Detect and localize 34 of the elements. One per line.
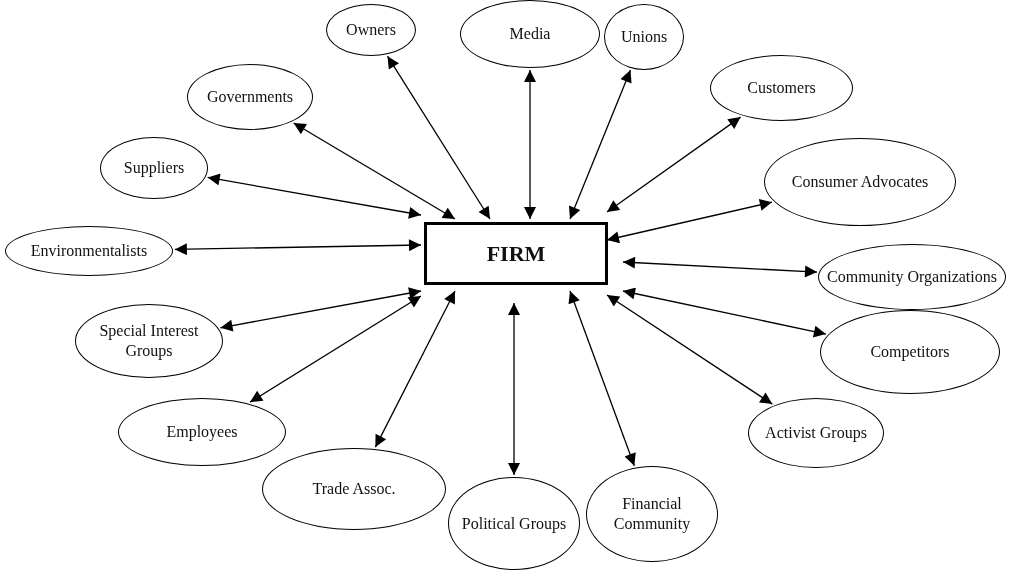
double-arrow xyxy=(568,290,636,467)
double-arrow xyxy=(292,122,456,220)
node-label: Owners xyxy=(345,20,397,40)
node-label: Environmentalists xyxy=(29,241,149,261)
double-arrow xyxy=(249,295,422,403)
node-label: Political Groups xyxy=(460,513,568,534)
double-arrow xyxy=(207,173,422,219)
double-arrow xyxy=(622,256,818,278)
firm-box xyxy=(424,222,608,285)
double-arrow xyxy=(568,69,632,220)
node-label: Financial Community xyxy=(612,494,692,534)
double-arrow xyxy=(174,239,422,256)
node-label: Media xyxy=(508,24,552,44)
double-arrow xyxy=(374,290,456,448)
double-arrow xyxy=(219,287,422,332)
node-label: Special Interest Groups xyxy=(98,321,200,361)
node-label: Suppliers xyxy=(122,158,186,178)
double-arrow xyxy=(386,55,491,220)
node-label: Employees xyxy=(165,422,239,442)
double-arrow xyxy=(606,294,773,405)
double-arrow xyxy=(622,287,827,338)
node-label: Consumer Advocates xyxy=(790,172,930,192)
double-arrow xyxy=(606,116,742,213)
node-label: Trade Assoc. xyxy=(311,479,397,499)
node-label: Community Organizations xyxy=(826,267,998,287)
double-arrow xyxy=(606,199,773,244)
node-label: Unions xyxy=(619,27,669,47)
double-arrow xyxy=(524,69,536,220)
node-label: Governments xyxy=(205,87,295,107)
node-label: FIRM xyxy=(485,239,547,268)
double-arrow xyxy=(508,302,520,476)
node-label: Activist Groups xyxy=(764,423,868,443)
node-label: Competitors xyxy=(869,342,951,362)
node-label: Customers xyxy=(746,78,817,98)
